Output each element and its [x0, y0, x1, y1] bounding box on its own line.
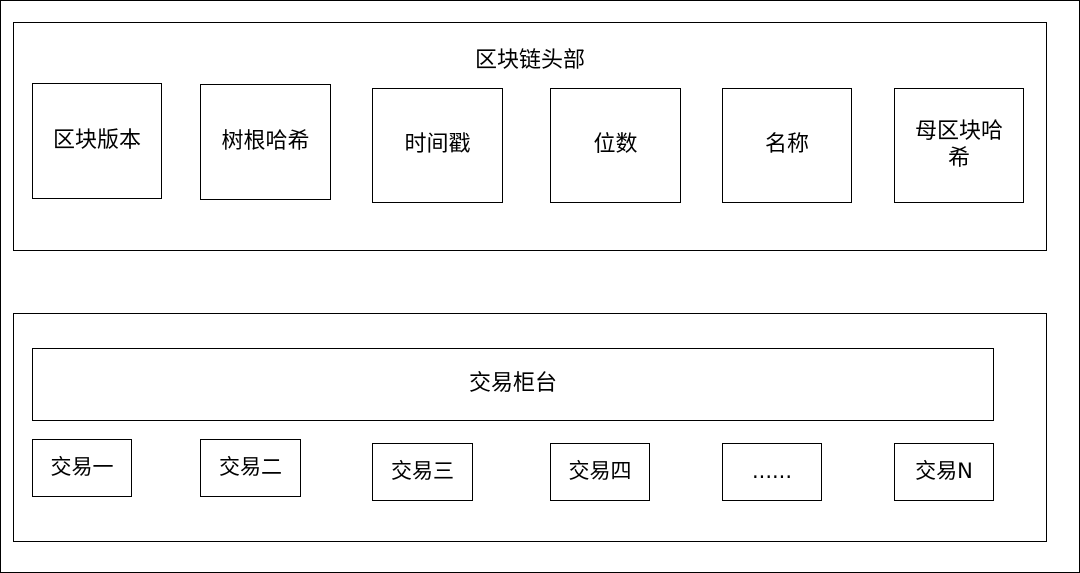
transaction-counter: 交易柜台 [32, 348, 994, 421]
field-label: 位数 [593, 132, 638, 158]
block-header-panel [13, 22, 1047, 251]
block-header-title: 区块链头部 [474, 48, 585, 73]
transaction-item-n: 交易N [894, 443, 994, 501]
transaction-item-4: 交易四 [550, 443, 650, 501]
transaction-label: 交易N [915, 459, 973, 484]
field-label: 名称 [764, 132, 809, 158]
transaction-label: 交易一 [50, 455, 114, 480]
field-label: 区块版本 [52, 127, 141, 153]
field-label: 树根哈希 [221, 128, 310, 154]
field-merkle-root-hash: 树根哈希 [200, 84, 331, 200]
transaction-counter-label: 交易柜台 [468, 371, 557, 397]
transaction-item-ellipsis: ...... [722, 443, 822, 501]
transaction-item-1: 交易一 [32, 439, 132, 497]
transaction-item-2: 交易二 [200, 439, 301, 497]
field-parent-block-hash: 母区块哈希 [894, 88, 1024, 203]
field-name: 名称 [722, 88, 852, 203]
transaction-label: 交易三 [391, 459, 454, 484]
field-block-version: 区块版本 [32, 83, 162, 199]
field-label: 时间戳 [404, 132, 471, 158]
transaction-item-3: 交易三 [372, 443, 473, 501]
field-timestamp: 时间戳 [372, 88, 503, 203]
transaction-label: 交易四 [568, 459, 632, 484]
field-bits: 位数 [550, 88, 681, 203]
field-label: 母区块哈希 [914, 119, 1003, 171]
transaction-label: ...... [751, 459, 793, 484]
transaction-label: 交易二 [219, 455, 282, 480]
